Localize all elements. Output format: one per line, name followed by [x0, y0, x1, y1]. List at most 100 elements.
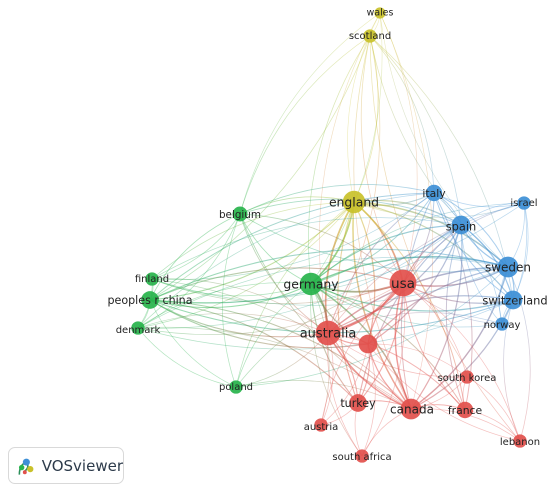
- node-south-korea[interactable]: [460, 370, 474, 384]
- node-label-switzerland: switzerland: [482, 294, 547, 308]
- node-label-england: england: [329, 195, 379, 210]
- link-scotland-germany: [308, 35, 371, 285]
- node-peoples-r-china[interactable]: [141, 291, 159, 309]
- node-label-turkey: turkey: [340, 397, 376, 410]
- link-england-poland: [235, 201, 355, 388]
- node-lebanon[interactable]: [513, 434, 527, 448]
- node-label-belgium: belgium: [219, 209, 261, 221]
- link-sweden-unlabeled_red: [367, 266, 509, 345]
- node-label-spain: spain: [446, 220, 477, 234]
- node-australia[interactable]: [315, 320, 341, 346]
- node-scotland[interactable]: [363, 29, 377, 43]
- link-poland-sweden: [235, 266, 509, 388]
- link-israel-norway: [501, 202, 528, 325]
- node-label-usa: usa: [391, 276, 415, 292]
- link-germany-austria: [310, 283, 330, 426]
- node-france[interactable]: [456, 401, 474, 419]
- node-label-south-korea: south korea: [438, 373, 497, 384]
- link-england-canada: [352, 201, 412, 410]
- node-usa[interactable]: [389, 269, 417, 297]
- link-israel-australia: [327, 202, 525, 334]
- link-scotland-belgium: [239, 35, 371, 215]
- node-label-austria: austria: [304, 422, 339, 433]
- link-belgium-italy: [239, 184, 435, 215]
- link-england-finland: [151, 201, 355, 280]
- link-usa-turkey: [357, 282, 404, 404]
- node-germany[interactable]: [299, 272, 323, 296]
- node-turkey[interactable]: [349, 394, 367, 412]
- node-canada[interactable]: [400, 398, 422, 420]
- link-denmark-italy: [137, 192, 435, 329]
- link-germany-sweden: [310, 256, 509, 285]
- link-usa-lebanon: [402, 282, 521, 442]
- node-label-peoples-r-china: peoples r china: [107, 294, 192, 307]
- node-israel[interactable]: [517, 196, 531, 210]
- node-poland[interactable]: [229, 380, 243, 394]
- node-switzerland[interactable]: [503, 290, 523, 310]
- link-england-sweden: [353, 201, 509, 268]
- node-label-sweden: sweden: [485, 261, 531, 275]
- link-finland-usa: [151, 278, 404, 304]
- link-denmark-canada: [137, 326, 412, 410]
- link-peoples_r_china-australia: [149, 299, 329, 338]
- link-germany-norway: [310, 283, 503, 328]
- link-australia-south_africa: [327, 332, 363, 457]
- link-australia-france: [327, 332, 466, 411]
- link-south_korea-lebanon: [466, 376, 521, 442]
- node-wales[interactable]: [374, 7, 386, 19]
- link-denmark-australia: [137, 312, 329, 334]
- node-label-denmark: denmark: [116, 325, 161, 336]
- link-finland-australia: [151, 278, 329, 334]
- link-finland-canada: [151, 278, 412, 410]
- link-italy-australia: [327, 192, 435, 334]
- link-germany-france: [310, 283, 466, 411]
- link-germany-south_africa: [310, 283, 363, 457]
- link-finland-italy: [151, 192, 435, 280]
- link-switzerland-australia: [327, 295, 514, 334]
- node-italy[interactable]: [425, 184, 443, 202]
- node-england[interactable]: [342, 190, 366, 214]
- link-spain-switzerland: [460, 224, 514, 301]
- link-peoples_r_china-germany: [149, 283, 312, 309]
- links-layer: [137, 12, 531, 457]
- link-scotland-italy: [369, 35, 435, 194]
- node-sweden[interactable]: [497, 256, 519, 278]
- vosviewer-logo-text: VOSviewer: [41, 456, 123, 475]
- nodes-layer: [131, 7, 531, 463]
- link-germany-israel: [310, 202, 525, 285]
- node-label-norway: norway: [484, 320, 521, 331]
- node-label-italy: italy: [422, 187, 446, 200]
- node-label-australia: australia: [300, 327, 357, 342]
- node-label-canada: canada: [390, 403, 434, 417]
- node-south-africa[interactable]: [355, 449, 369, 463]
- link-germany-poland: [235, 283, 312, 388]
- node-label-germany: germany: [283, 277, 338, 292]
- node-label-france: france: [448, 404, 483, 417]
- node-belgium[interactable]: [232, 206, 248, 222]
- link-belgium-usa: [239, 213, 404, 284]
- link-belgium-peoples_r_china: [149, 213, 241, 301]
- node-unlabeled-red[interactable]: [358, 334, 378, 354]
- link-england-denmark: [137, 201, 355, 329]
- node-spain[interactable]: [451, 215, 471, 235]
- link-italy-sweden: [433, 192, 509, 268]
- link-peoples_r_china-usa: [149, 267, 404, 301]
- link-peoples_r_china-poland: [149, 299, 237, 388]
- link-scotland-lebanon: [369, 35, 521, 442]
- link-south_africa-unlabeled_red: [361, 343, 376, 457]
- node-denmark[interactable]: [131, 321, 145, 335]
- link-usa-south_africa: [361, 282, 406, 457]
- link-peoples_r_china-italy: [149, 192, 435, 301]
- node-austria[interactable]: [314, 418, 328, 432]
- link-peoples_r_china-sweden: [149, 248, 509, 301]
- node-label-lebanon: lebanon: [500, 437, 540, 448]
- labels-layer: walesscotlandenglandbelgiumfinlandpeople…: [107, 8, 547, 464]
- link-unlabeled_red-lebanon: [367, 343, 521, 442]
- link-england-peoples_r_china: [149, 201, 355, 301]
- node-finland[interactable]: [145, 272, 159, 286]
- node-norway[interactable]: [495, 317, 509, 331]
- link-england-france: [353, 201, 466, 411]
- link-spain-canada: [410, 224, 463, 410]
- node-label-poland: poland: [219, 382, 253, 393]
